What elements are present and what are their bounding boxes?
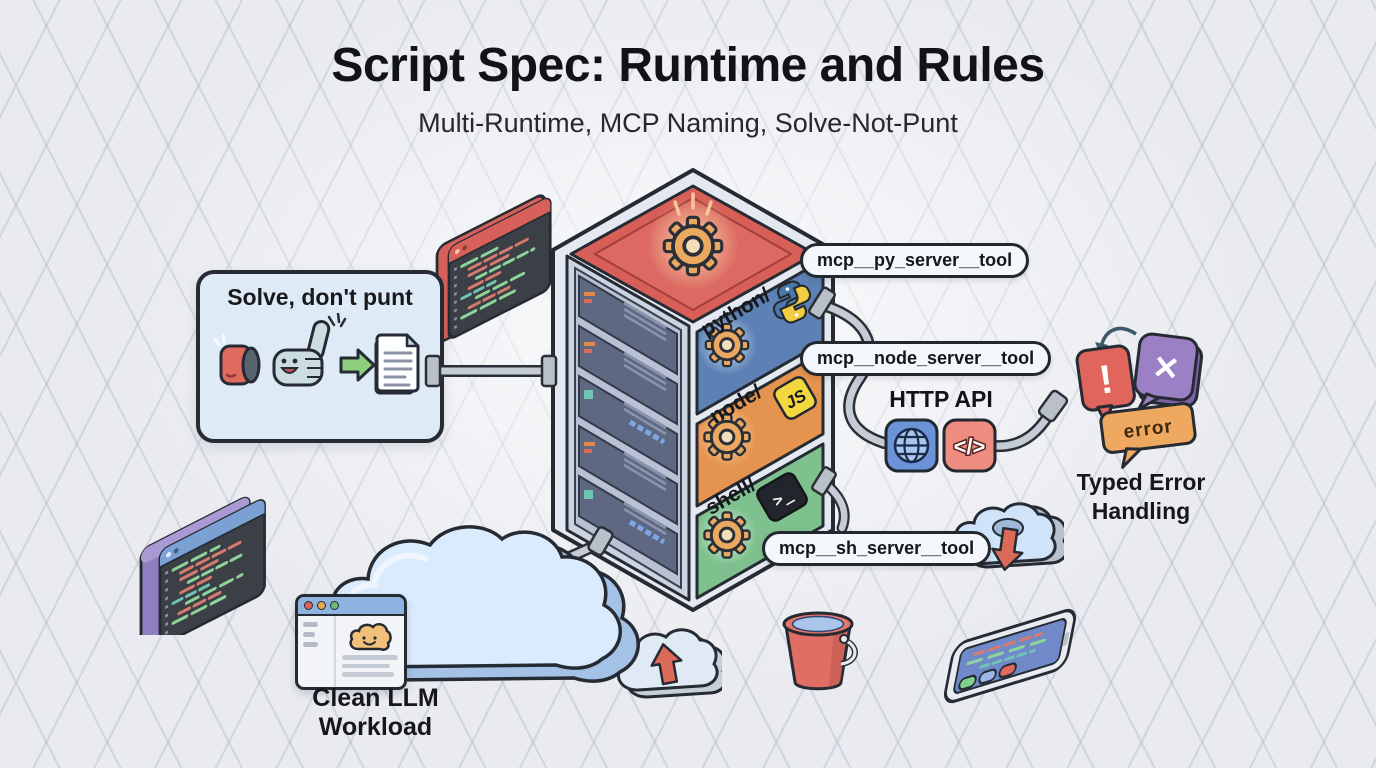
- code-api-icon: </>: [942, 418, 997, 473]
- document-icon: [374, 333, 420, 395]
- server-tower: python/ node/ shell/ JS >_: [551, 168, 835, 612]
- error-bubbles: ✕ ! error: [1075, 326, 1204, 469]
- python-logo: [772, 280, 812, 324]
- clean-llm-label: Clean LLM Workload: [312, 684, 439, 741]
- arrow-right-icon: [339, 348, 376, 382]
- terminal-icon: >_: [756, 472, 808, 522]
- window-dot-green: [330, 601, 339, 610]
- llm-browser-window: [295, 594, 407, 690]
- mcp-py-label: mcp__py_server__tool: [800, 243, 1030, 278]
- megaphone-icon: [213, 333, 261, 386]
- bucket-icon: [782, 611, 858, 691]
- page-subtitle: Multi-Runtime, MCP Naming, Solve-Not-Pun…: [418, 108, 958, 138]
- gear-glow-sparks: [673, 192, 713, 216]
- svg-text:!: !: [1096, 357, 1115, 402]
- http-api-label: HTTP API: [889, 386, 993, 412]
- mcp-node-label: mcp__node_server__tool: [800, 341, 1052, 376]
- cross-bubble-icon: ✕: [1133, 332, 1204, 411]
- solve-box-illustration: [213, 313, 420, 395]
- error-bubble-icon: error: [1099, 402, 1197, 469]
- js-badge: JS: [773, 376, 817, 420]
- arrow-up-icon: [650, 643, 683, 686]
- cloud-upload-icon: [616, 628, 722, 699]
- thumbs-up-icon: [272, 313, 347, 387]
- gear-icon: [702, 510, 752, 560]
- rack-slots: [578, 274, 678, 576]
- solve-dont-punt-box: Solve, don't punt: [196, 270, 444, 443]
- browser-titlebar: [298, 597, 404, 616]
- browser-sidebar: [298, 616, 336, 687]
- solve-box-label: Solve, don't punt: [227, 284, 413, 310]
- slot-leds: [584, 292, 595, 499]
- code-editor-window-top: [435, 194, 552, 343]
- code-glyph: </>: [954, 434, 986, 459]
- code-editor-window-left: [139, 496, 266, 635]
- phone-icon: [943, 608, 1077, 704]
- code-lines: [171, 540, 248, 625]
- page-title: Script Spec: Runtime and Rules: [331, 39, 1045, 92]
- code-lines: [460, 236, 536, 320]
- arrow-down-icon: [991, 526, 1024, 572]
- phone-code-lines: [966, 632, 1051, 669]
- typed-error-label: Typed Error Handling: [1076, 469, 1206, 524]
- window-dot-red: [304, 601, 313, 610]
- svg-text:✕: ✕: [1151, 349, 1182, 388]
- gear-icon: [662, 215, 724, 277]
- globe-icon: [884, 418, 939, 473]
- browser-content: [336, 616, 404, 687]
- window-dot-orange: [317, 601, 326, 610]
- mcp-sh-label: mcp__sh_server__tool: [762, 531, 992, 566]
- llm-cloud-character: [349, 622, 392, 651]
